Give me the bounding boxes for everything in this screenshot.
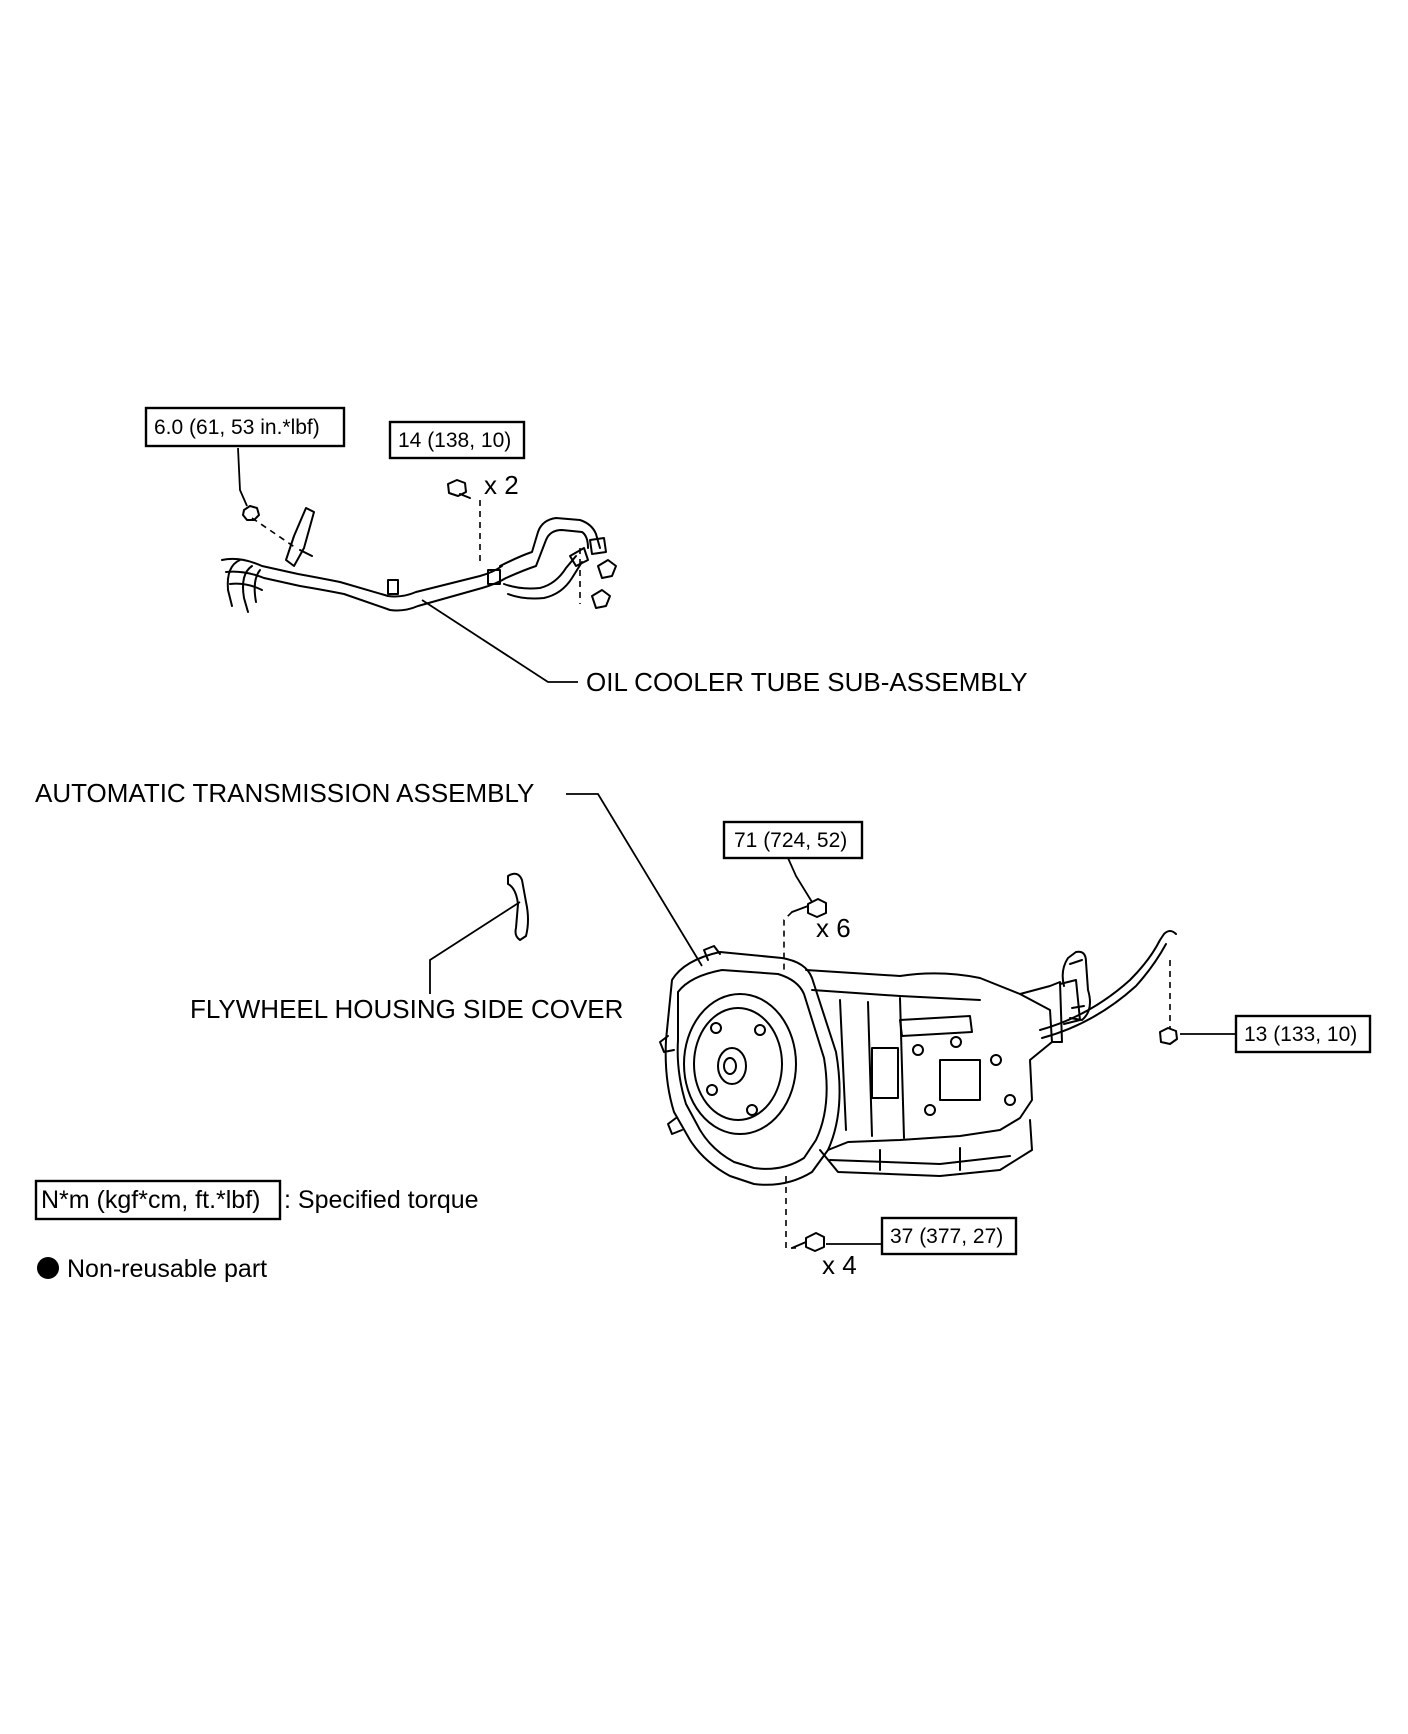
flywheel-cover-label: FLYWHEEL HOUSING SIDE COVER xyxy=(190,994,623,1024)
tube-nut-icon xyxy=(242,505,260,521)
legend-nonreusable: Non-reusable part xyxy=(37,1255,267,1283)
flywheel-cover-drawing xyxy=(507,872,529,941)
lower-bolt-quantity: x 4 xyxy=(822,1250,857,1280)
torque-box-tube-nut: 6.0 (61, 53 in.*lbf) xyxy=(144,406,346,448)
automatic-transmission-label: AUTOMATIC TRANSMISSION ASSEMBLY xyxy=(35,778,534,808)
torque-box-upper-bolt: 71 (724, 52) xyxy=(722,820,864,860)
nonreusable-dot-icon xyxy=(37,1257,59,1279)
torque-rear-nut-text: 13 (133, 10) xyxy=(1244,1023,1357,1046)
torque-box-lower-bolt: 37 (377, 27) xyxy=(880,1216,1018,1256)
rear-nut-icon xyxy=(1159,1027,1178,1045)
oil-cooler-tube-label: OIL COOLER TUBE SUB-ASSEMBLY xyxy=(586,667,1028,697)
lower-bolt-icon xyxy=(791,1232,825,1252)
torque-upper-bolt-text: 71 (724, 52) xyxy=(734,829,847,852)
oil-cooler-tube-drawing xyxy=(221,507,617,613)
torque-tube-bolt-text: 14 (138, 10) xyxy=(398,429,511,452)
torque-lower-bolt-text: 37 (377, 27) xyxy=(890,1225,1003,1248)
legend-nonreusable-text: Non-reusable part xyxy=(67,1255,267,1283)
transmission-drawing xyxy=(659,930,1177,1186)
upper-bolt-quantity: x 6 xyxy=(816,913,851,943)
legend-torque-text: : Specified torque xyxy=(284,1186,479,1214)
torque-box-tube-bolt: 14 (138, 10) xyxy=(388,420,526,460)
tube-bolt-icon xyxy=(447,479,471,499)
tube-bolt-quantity: x 2 xyxy=(484,470,519,500)
legend-torque: N*m (kgf*cm, ft.*lbf) : Specified torque xyxy=(34,1179,479,1221)
torque-box-rear-nut: 13 (133, 10) xyxy=(1234,1014,1372,1054)
legend-torque-box-text: N*m (kgf*cm, ft.*lbf) xyxy=(41,1186,260,1214)
torque-tube-nut-text: 6.0 (61, 53 in.*lbf) xyxy=(154,416,320,439)
upper-bolt-icon xyxy=(791,898,827,918)
